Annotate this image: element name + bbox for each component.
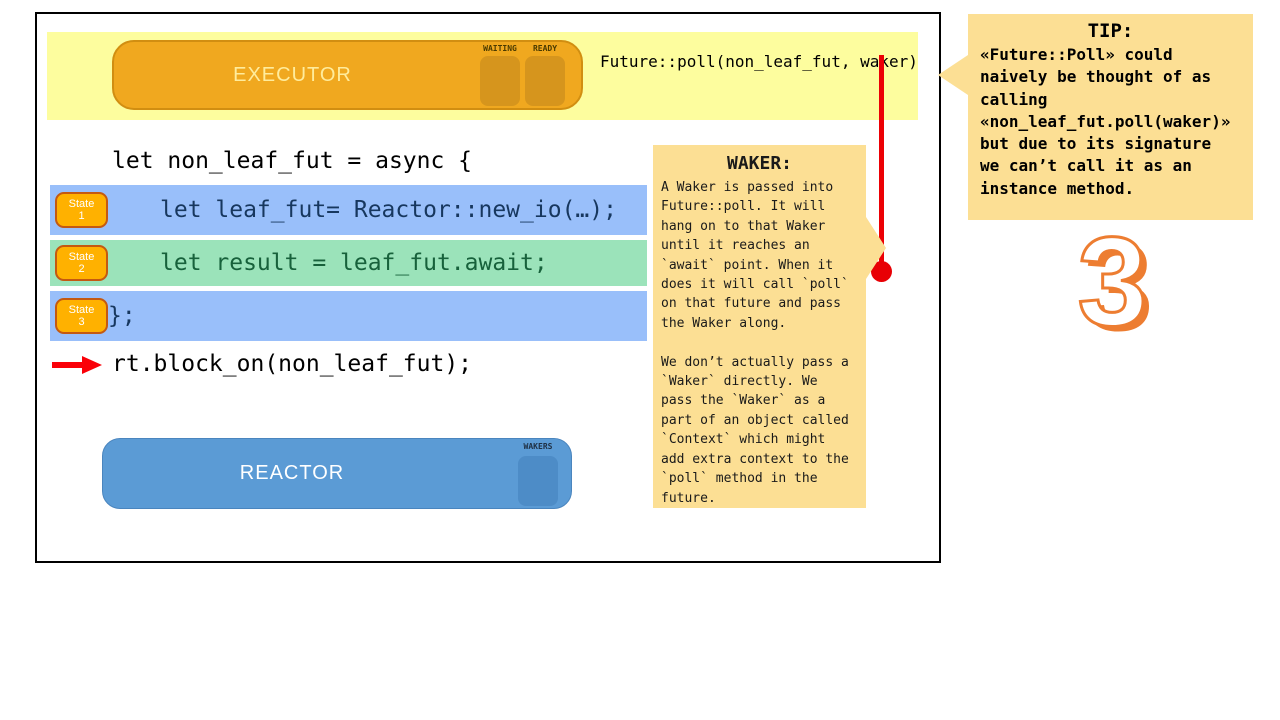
step-number: 3 [1076, 210, 1149, 353]
waker-note-pointer [866, 217, 886, 279]
ready-slot [525, 56, 565, 106]
waiting-label: WAITING [483, 44, 517, 53]
waker-note-bubble: WAKER: A Waker is passed into Future::po… [653, 145, 886, 508]
ready-label: READY [532, 44, 558, 53]
current-line-arrow-icon [52, 356, 102, 374]
state-badge-2: State 2 [55, 245, 108, 281]
reactor-label: REACTOR [239, 462, 345, 484]
state-badge-label: State [68, 251, 95, 263]
wakers-slot [518, 456, 558, 506]
reactor-box: REACTOR WAKERS [102, 438, 572, 509]
executor-box: EXECUTOR WAITING READY [112, 40, 583, 110]
state-badge-1: State 1 [55, 192, 108, 228]
code-state-2: let result = leaf_fut.await; [160, 250, 548, 276]
waker-note-title: WAKER: [726, 153, 793, 174]
waker-note-body: A Waker is passed into Future::poll. It … [661, 180, 849, 506]
poll-connector-line [879, 55, 884, 265]
state-row-2: State 2 let result = leaf_fut.await; [50, 240, 647, 286]
state-row-1: State 1 let leaf_fut= Reactor::new_io(…)… [50, 185, 647, 235]
code-state-3: }; [108, 303, 136, 329]
code-state-1: let leaf_fut= Reactor::new_io(…); [160, 197, 617, 223]
state-row-3: State 3 }; [50, 291, 647, 341]
future-poll-annotation: Future::poll(non_leaf_fut, waker) [600, 52, 918, 71]
tip-note-body: «Future::Poll» could naively be thought … [980, 45, 1231, 198]
waiting-slot [480, 56, 520, 106]
state-badge-number: 2 [78, 263, 85, 275]
code-block-on: rt.block_on(non_leaf_fut); [112, 351, 473, 377]
code-async-open: let non_leaf_fut = async { [112, 148, 473, 174]
state-badge-label: State [68, 304, 95, 316]
state-badge-number: 1 [78, 210, 85, 222]
state-badge-3: State 3 [55, 298, 108, 334]
wakers-label: WAKERS [523, 442, 553, 451]
tip-note-bubble: TIP: «Future::Poll» could naively be tho… [938, 14, 1253, 220]
state-badge-label: State [68, 198, 95, 210]
tip-note-title: TIP: [1087, 20, 1134, 42]
tip-note-pointer [938, 55, 968, 95]
executor-label: EXECUTOR [233, 63, 352, 86]
executor-banner: EXECUTOR WAITING READY Future::poll(non_… [47, 32, 918, 120]
state-badge-number: 3 [78, 316, 85, 328]
diagram-frame: EXECUTOR WAITING READY Future::poll(non_… [35, 12, 941, 563]
